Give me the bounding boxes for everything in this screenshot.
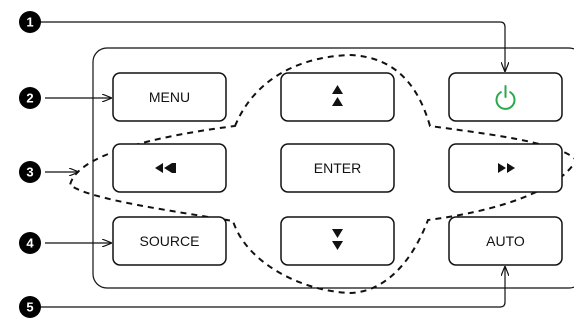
callout-5: 5 bbox=[19, 296, 41, 318]
down-button[interactable] bbox=[280, 216, 395, 266]
svg-text:1: 1 bbox=[26, 15, 33, 30]
navigation-keys-outline bbox=[68, 53, 574, 295]
svg-text:4: 4 bbox=[26, 236, 34, 251]
enter-button[interactable]: ENTER bbox=[280, 143, 395, 193]
svg-text:2: 2 bbox=[26, 91, 33, 106]
power-icon bbox=[495, 85, 516, 110]
right-button[interactable] bbox=[448, 143, 563, 193]
callout-1: 1 bbox=[19, 11, 41, 33]
arrow-left-icon bbox=[155, 163, 176, 173]
auto-button[interactable]: AUTO bbox=[448, 216, 563, 266]
up-button[interactable] bbox=[280, 72, 395, 122]
menu-button[interactable]: MENU bbox=[112, 72, 227, 122]
callout-1-leader bbox=[30, 21, 505, 71]
callout-2: 2 bbox=[19, 87, 41, 109]
source-button[interactable]: SOURCE bbox=[112, 216, 227, 266]
left-button[interactable] bbox=[112, 143, 227, 193]
callout-4: 4 bbox=[19, 232, 41, 254]
arrow-up-icon bbox=[332, 85, 343, 106]
callout-3: 3 bbox=[19, 161, 41, 183]
power-button[interactable] bbox=[448, 72, 563, 122]
svg-text:5: 5 bbox=[26, 300, 33, 315]
enter-button-label: ENTER bbox=[314, 160, 361, 176]
svg-text:3: 3 bbox=[26, 165, 33, 180]
menu-button-label: MENU bbox=[149, 89, 190, 105]
arrow-right-icon bbox=[498, 163, 515, 173]
auto-button-label: AUTO bbox=[486, 233, 525, 249]
arrow-down-icon bbox=[332, 229, 343, 250]
callout-5-leader bbox=[30, 267, 505, 308]
source-button-label: SOURCE bbox=[140, 233, 200, 249]
